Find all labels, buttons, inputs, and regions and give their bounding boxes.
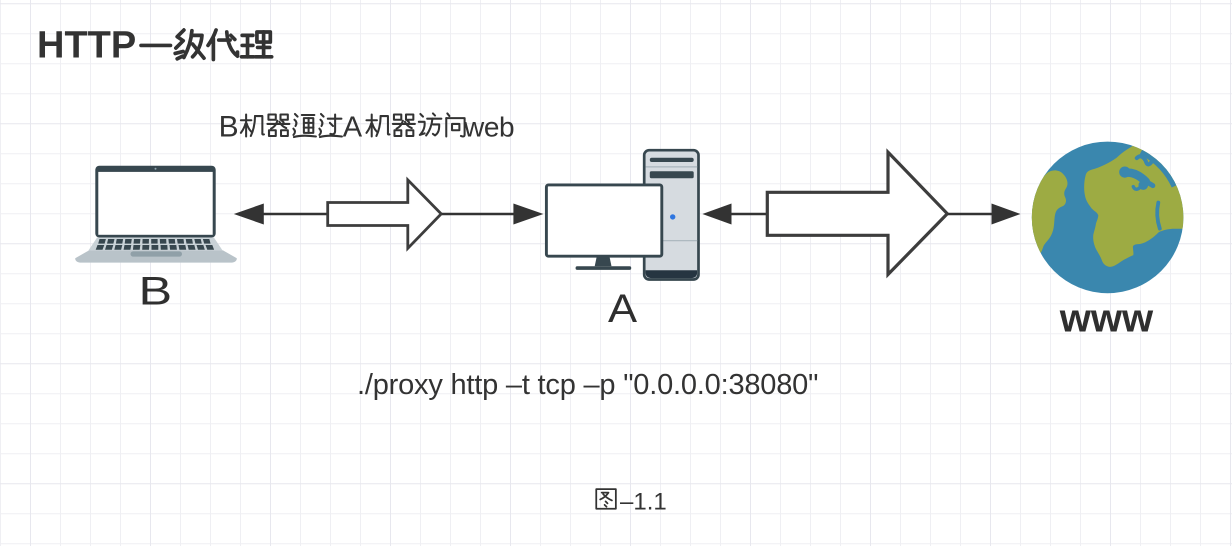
svg-text:www: www xyxy=(1059,297,1154,341)
svg-text:HTTP: HTTP xyxy=(37,25,136,67)
svg-text:A: A xyxy=(343,111,363,143)
svg-text:B: B xyxy=(138,268,172,313)
svg-text:B: B xyxy=(219,110,239,143)
svg-text:–1.1: –1.1 xyxy=(620,489,667,516)
svg-text:A: A xyxy=(608,286,637,331)
svg-text:./proxy http –t tcp –p "0.0.0.: ./proxy http –t tcp –p "0.0.0.0:38080" xyxy=(357,369,818,401)
svg-text:web: web xyxy=(463,111,514,142)
